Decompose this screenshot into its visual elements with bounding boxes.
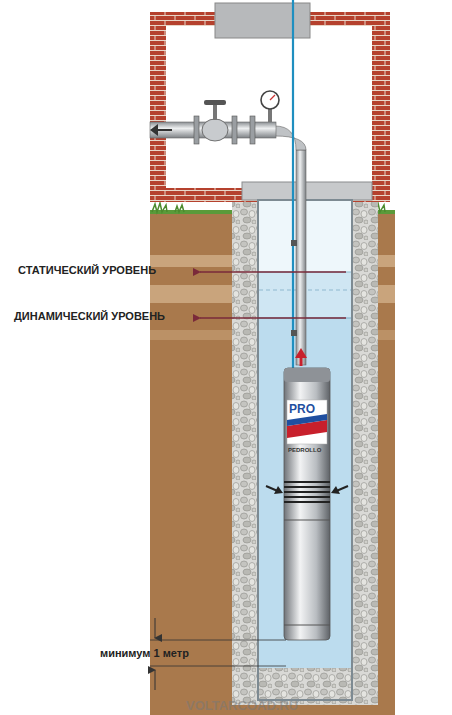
level-label: ДИНАМИЧЕСКИЙ УРОВЕНЬ [14, 310, 165, 322]
watermark: VOLTARCOAD.RU [186, 698, 298, 713]
pump-brand: PRO [289, 402, 315, 416]
pump-maker: PEDROLLO [288, 447, 321, 453]
level-label: СТАТИЧЕСКИЙ УРОВЕНЬ [18, 264, 156, 276]
dimension-label: минимум 1 метр [100, 647, 189, 659]
